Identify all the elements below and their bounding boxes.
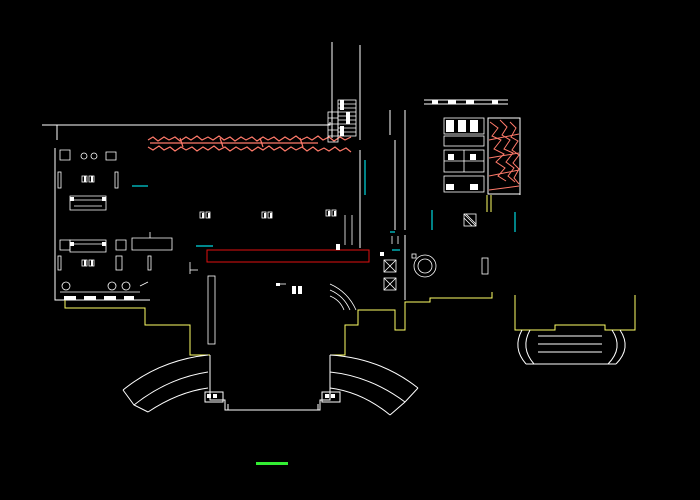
annex-pavilion (517, 329, 626, 365)
right-wing-fixtures (383, 117, 489, 291)
left-wing-fixtures (57, 149, 173, 293)
scale-bar (256, 462, 288, 465)
entrance-posts (207, 394, 335, 398)
hatched-room-right (487, 117, 521, 195)
right-wing-fills (380, 100, 498, 256)
hall-fills (202, 211, 340, 294)
entrance-canopy (122, 354, 419, 416)
planter-strip (147, 135, 352, 153)
hall-fixtures (189, 209, 357, 345)
left-wing-fills (64, 176, 134, 300)
highlight-bar (206, 249, 370, 263)
cyan-accents (132, 160, 516, 251)
stair-blocks (340, 100, 350, 136)
